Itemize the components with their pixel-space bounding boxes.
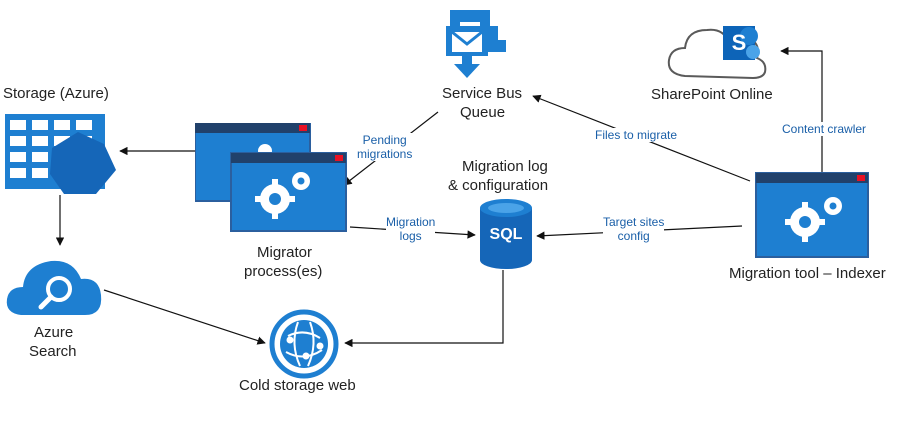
edge-label-pending-line2: migrations [357,147,413,161]
migrator-node [194,122,350,238]
sharepoint-label: SharePoint Online [651,86,773,103]
azure-search-node [5,253,105,319]
indexer-node [755,172,870,258]
edge-label-migration-logs: Migration logs [386,215,436,243]
edge-label-files-to-migrate: Files to migrate [595,128,678,142]
storage-table-icon [5,114,116,194]
sql-db-text: SQL [489,226,523,243]
edge-search-to-cold-storage [103,289,266,345]
service-bus-queue-icon [446,10,506,78]
cold-storage-node [268,308,340,380]
sharepoint-cloud-icon: S [667,26,767,80]
service-bus-label-line2: Queue [460,104,506,121]
edge-label-migration-logs-line2: logs [399,229,422,243]
service-bus-node [438,2,518,80]
migrator-window-gears-icon [194,122,347,232]
sharepoint-node: S [665,16,775,82]
svg-text:S: S [732,30,747,55]
globe-web-icon [269,309,339,379]
sql-database-icon [480,199,532,269]
edge-label-pending-line1: Pending [362,133,407,147]
edge-sql-to-cold-storage [344,270,504,348]
edge-indexer-to-sharepoint [780,46,823,172]
edge-label-migration-logs-line1: Migration [386,215,436,229]
azure-search-cloud-icon [6,260,102,315]
migration-log-label-line1: Migration log [462,158,548,175]
edge-label-target-sites: Target sites config [603,215,665,243]
edge-label-target-sites-line2: config [617,229,650,243]
migration-log-node: SQL [478,198,534,272]
indexer-window-gears-icon [755,172,869,258]
migrator-label-line1: Migrator [257,244,313,261]
edge-label-pending: Pending migrations [357,133,413,161]
migration-log-label-line2: & configuration [448,177,549,194]
migrator-label-line2: process(es) [244,263,323,280]
service-bus-label-line1: Service Bus [442,85,523,102]
cold-storage-label: Cold storage web [239,377,356,394]
storage-node [0,100,125,200]
azure-search-label-line2: Search [29,343,77,360]
azure-search-label-line1: Azure [34,324,74,341]
edge-label-target-sites-line1: Target sites [603,215,665,229]
indexer-label: Migration tool – Indexer [729,265,886,282]
storage-label: Storage (Azure) [3,85,109,102]
edge-label-content-crawler: Content crawler [782,122,867,136]
